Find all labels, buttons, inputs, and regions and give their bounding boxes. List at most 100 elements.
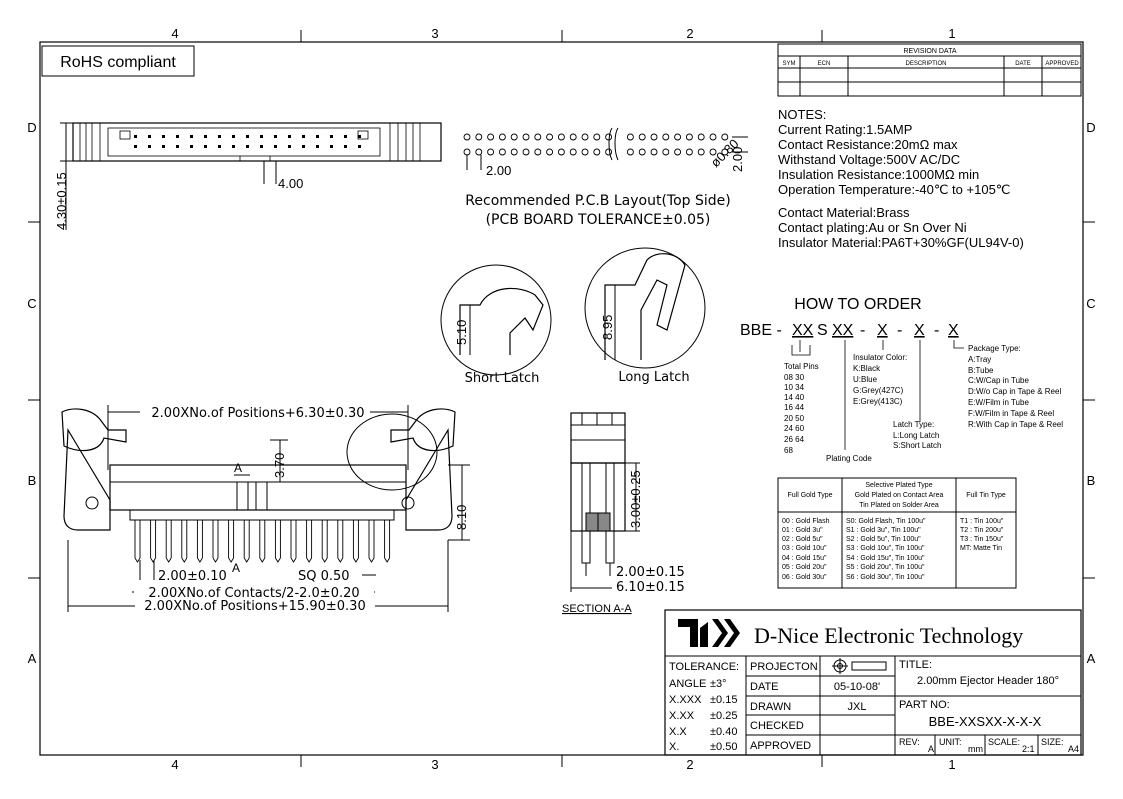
revision-header-description: DESCRIPTION: [905, 61, 946, 67]
insulator-option: U:Blue: [853, 375, 878, 384]
top-pin: [316, 135, 319, 138]
plating-code-label: Plating Code: [826, 454, 872, 463]
front-pin: [228, 520, 235, 563]
insulator-title: Insulator Color:: [853, 353, 907, 362]
plating-cell: S1 : Gold 3u", Tin 100u": [846, 527, 921, 534]
order-code-plating: XX: [832, 322, 854, 339]
pcb-hole: [557, 148, 565, 156]
order-code-insulator: X: [877, 322, 888, 339]
section-pitch-dim: 2.00±0.15: [616, 565, 685, 580]
top-pin: [190, 135, 193, 138]
pcb-hole: [534, 148, 542, 156]
total-pins-row: 20 50: [784, 414, 805, 423]
approved-label: APPROVED: [750, 740, 811, 752]
top-pin: [246, 145, 249, 148]
revision-title: REVISION DATA: [903, 48, 956, 55]
pcb-hole: [662, 133, 670, 141]
pcb-hole: [626, 148, 634, 156]
total-pins-row: 24 60: [784, 424, 805, 433]
package-type-option: B:Tube: [968, 366, 994, 375]
tolerance-key: X.: [669, 741, 679, 753]
front-pin: [196, 520, 203, 563]
projection-label: PROJECTON: [750, 661, 818, 673]
pcb-hole: [721, 133, 729, 141]
unit-label: UNIT:: [939, 737, 962, 747]
order-code-package: X: [948, 322, 959, 339]
plating-header-selective: Selective Plated Type: [865, 482, 932, 489]
front-pin: [259, 520, 266, 563]
top-pin: [176, 135, 179, 138]
plating-cell: 05 : Gold 20u": [782, 564, 827, 571]
plating-cell: T1 : Tin 100u": [960, 518, 1004, 525]
pcb-hole: [534, 133, 542, 141]
section-width-dim: 6.10±0.15: [616, 580, 685, 595]
order-code-pins: XX: [792, 322, 814, 339]
zone-row-a: A: [28, 651, 37, 666]
pcb-hole: [674, 133, 682, 141]
total-pins-row: 16 44: [784, 403, 805, 412]
zone-col-3: 3: [431, 26, 438, 41]
plating-cell: 06 : Gold 30u": [782, 574, 827, 581]
note-line: Contact Resistance:20mΩ max: [778, 137, 958, 152]
pcb-hole: [638, 133, 646, 141]
top-pin: [134, 135, 137, 138]
part-label: PART NO:: [899, 699, 950, 711]
pcb-hole: [475, 133, 483, 141]
section-marker-top: A: [234, 461, 242, 475]
tolerance-key: ANGLE: [669, 678, 706, 690]
pcb-hole: [650, 133, 658, 141]
plating-cell: S3 : Gold 10u", Tin 100u": [846, 545, 925, 552]
order-code-dash: -: [934, 322, 939, 339]
long-latch-detail: 8.95 Long Latch: [584, 247, 706, 385]
total-pins-row: 08 30: [784, 373, 805, 382]
short-latch-dim: 5.10: [454, 320, 469, 345]
top-pin: [330, 145, 333, 148]
top-pin: [134, 145, 137, 148]
unit-value: mm: [968, 744, 983, 754]
front-pin: [337, 520, 344, 563]
revision-table: REVISION DATA SYM ECN DESCRIPTION DATE A…: [777, 43, 1082, 97]
front-sq-dim: SQ 0.50: [298, 569, 350, 584]
pcb-hole: [721, 148, 729, 156]
pcb-hole: [522, 148, 530, 156]
long-latch-label: Long Latch: [618, 370, 689, 385]
top-pin: [274, 145, 277, 148]
plating-cell: T2 : Tin 200u": [960, 527, 1004, 534]
top-pin: [288, 135, 291, 138]
revision-header-sym: SYM: [782, 61, 795, 67]
note-line: Current Rating:1.5AMP: [778, 122, 912, 137]
insulator-option: E:Grey(413C): [853, 397, 903, 406]
front-pin: [306, 520, 313, 563]
plating-table: Full Gold Type Selective Plated Type Gol…: [777, 477, 1017, 589]
zone-row-a-right: A: [1087, 651, 1096, 666]
zone-col-1-bottom: 1: [948, 757, 955, 772]
size-value: A4: [1068, 744, 1079, 754]
plating-header-selective-3: Tin Plated on Solder Area: [859, 502, 939, 509]
pcb-hole: [569, 133, 577, 141]
pcb-hole: [709, 133, 717, 141]
package-type-option: E:W/Film in Tube: [968, 398, 1029, 407]
top-pin: [330, 135, 333, 138]
tolerance-key: X.X: [669, 726, 687, 738]
zone-row-c: C: [27, 296, 36, 311]
front-pin: [352, 520, 359, 563]
zone-labels: 4 3 2 1 4 3 2 1 D C B A D C B A: [27, 26, 1095, 772]
pcb-hole: [662, 148, 670, 156]
drawn-value: JXL: [848, 701, 867, 713]
notes-block: NOTES: Current Rating:1.5AMP Contact Res…: [778, 107, 1024, 250]
top-pin: [204, 145, 207, 148]
tolerance-value: ±3°: [710, 678, 727, 690]
zone-col-3-bottom: 3: [431, 757, 438, 772]
title-label: TITLE:: [899, 659, 932, 671]
plating-header-full-gold: Full Gold Type: [787, 492, 832, 499]
projection-icon: [832, 658, 887, 674]
zone-ticks: [28, 30, 1095, 767]
zone-row-d: D: [27, 120, 36, 135]
top-pin: [358, 145, 361, 148]
top-view-height-dim: 4.30±0.15: [54, 172, 69, 230]
pcb-hole: [569, 148, 577, 156]
how-to-order: HOW TO ORDER BBE - XX S XX - X - X - X T…: [740, 296, 1063, 463]
checked-label: CHECKED: [750, 720, 804, 732]
latch-type-title: Latch Type:: [893, 420, 934, 429]
top-pin: [162, 135, 165, 138]
